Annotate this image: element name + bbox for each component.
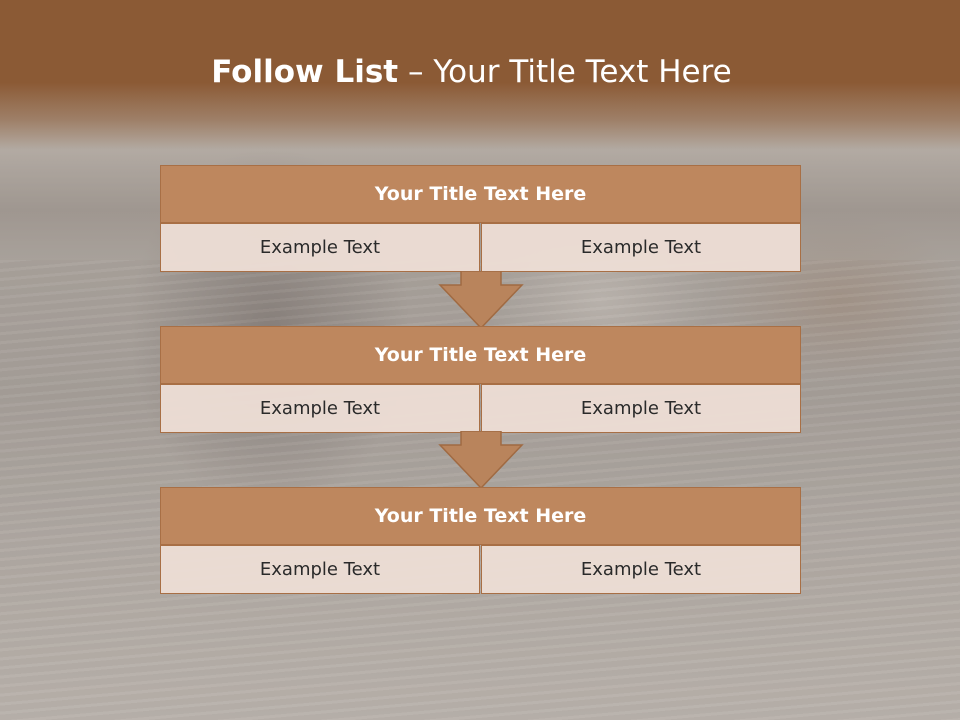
step-3-right-text: Example Text <box>481 545 801 594</box>
step-2-title: Your Title Text Here <box>160 326 801 384</box>
step-2: Your Title Text Here Example Text Exampl… <box>160 326 801 433</box>
header-band <box>0 0 960 150</box>
slide-title-rest: – Your Title Text Here <box>398 54 732 90</box>
step-3-left-text: Example Text <box>160 545 480 594</box>
slide-title-strong: Follow List <box>211 54 399 90</box>
step-3: Your Title Text Here Example Text Exampl… <box>160 487 801 594</box>
step-1-title: Your Title Text Here <box>160 165 801 223</box>
step-1: Your Title Text Here Example Text Exampl… <box>160 165 801 272</box>
step-1-right-text: Example Text <box>481 223 801 272</box>
step-1-left-text: Example Text <box>160 223 480 272</box>
step-2-left-text: Example Text <box>160 384 480 433</box>
down-arrow-icon <box>438 271 524 329</box>
step-2-right-text: Example Text <box>481 384 801 433</box>
down-arrow-icon <box>438 431 524 489</box>
slide-title: Follow List – Your Title Text Here <box>0 54 943 90</box>
step-3-title: Your Title Text Here <box>160 487 801 545</box>
